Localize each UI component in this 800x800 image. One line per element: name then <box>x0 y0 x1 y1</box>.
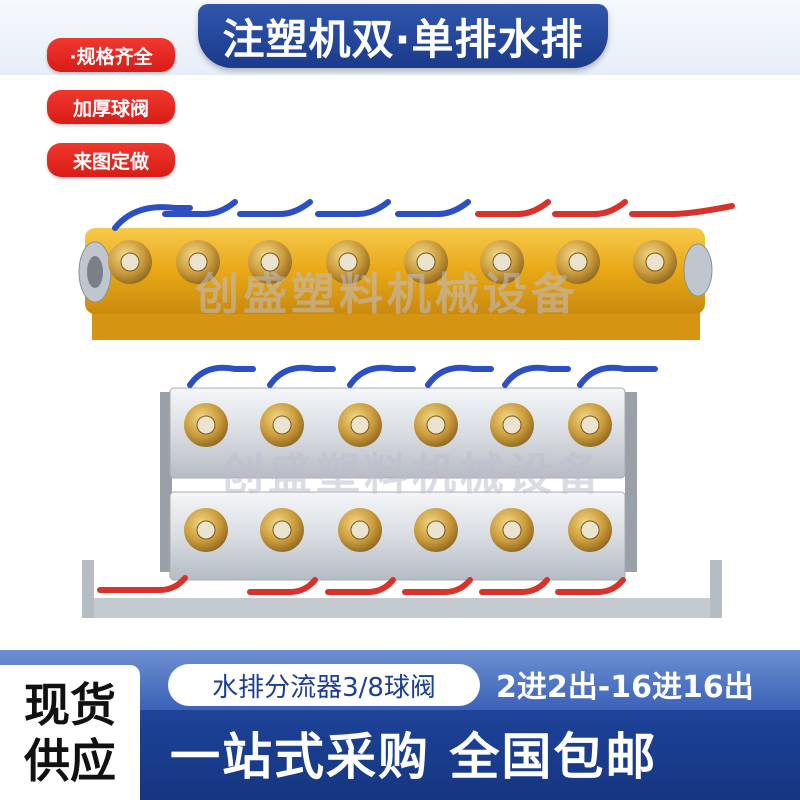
title-banner: 注塑机双·单排水排 <box>198 4 608 68</box>
double-row-bottom-valves <box>184 508 612 552</box>
double-row-top-handles <box>187 364 658 388</box>
page-title: 注塑机双·单排水排 <box>222 14 584 64</box>
stock-line-2: 供应 <box>24 733 116 788</box>
slogan: 一站式采购 全国包邮 <box>170 728 658 786</box>
stock-line-1: 现货 <box>24 677 116 732</box>
single-row-valves <box>108 199 735 284</box>
spec-label: 水排分流器3/8球阀 <box>168 664 480 706</box>
feature-tag-specs: ·规格齐全 <box>47 38 175 72</box>
double-row-top-valves <box>184 403 612 447</box>
single-row-manifold <box>78 199 735 340</box>
double-row-bottom-handles <box>97 575 626 595</box>
feature-tag-thick-valve: 加厚球阀 <box>47 90 175 124</box>
range-label: 2进2出-16进16出 <box>496 670 754 705</box>
feature-tag-custom: 来图定做 <box>47 143 175 177</box>
double-row-manifold <box>82 364 722 618</box>
stock-badge: 现货 供应 <box>0 665 140 800</box>
